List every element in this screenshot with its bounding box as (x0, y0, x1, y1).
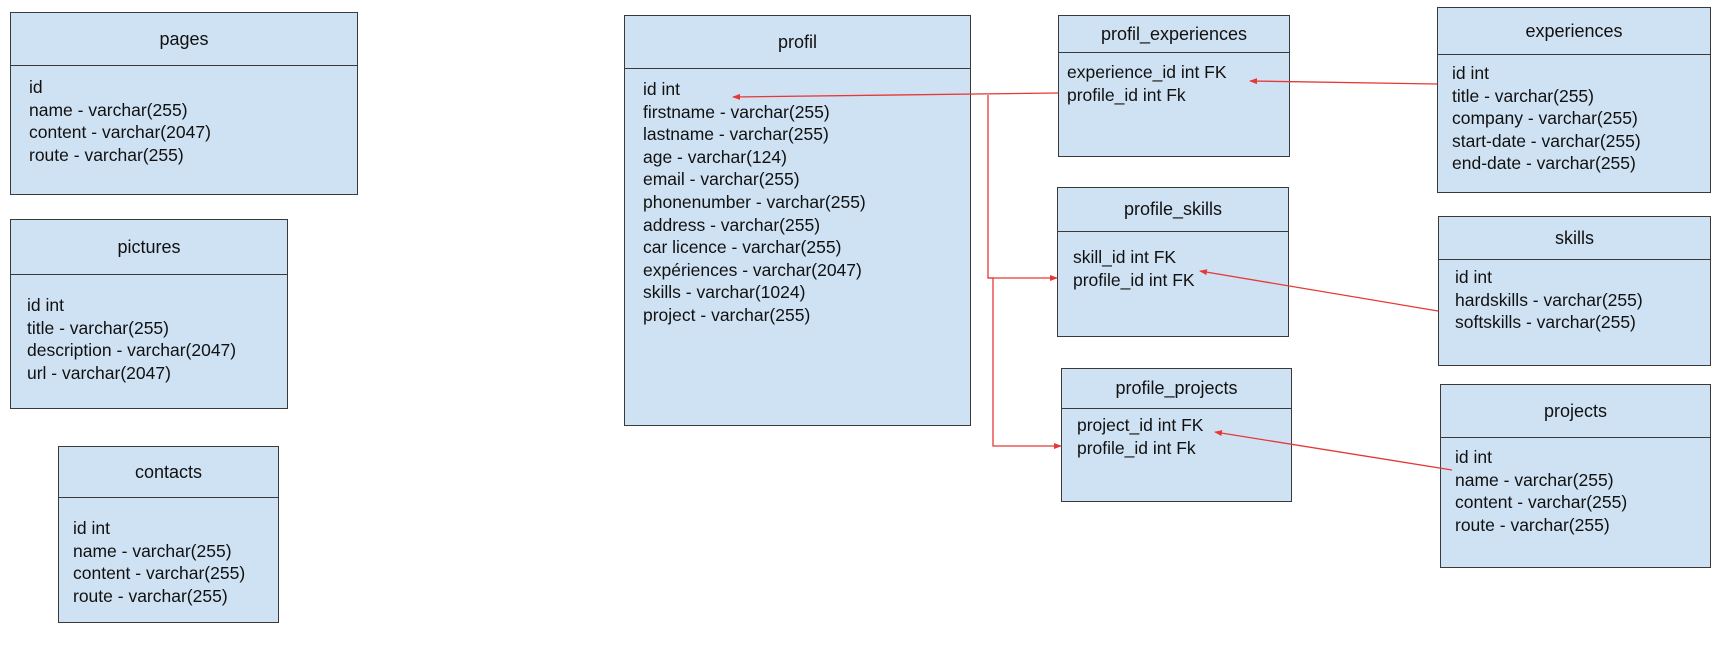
field-row: title - varchar(255) (1452, 85, 1594, 106)
table-title: profil_experiences (1059, 16, 1289, 53)
field-row: profile_id int FK (1073, 269, 1195, 290)
table-title: contacts (59, 447, 278, 498)
table-title: profil (625, 16, 970, 69)
table-title: pages (11, 13, 357, 66)
table-title: projects (1441, 385, 1710, 438)
field-row: url - varchar(2047) (27, 362, 171, 383)
field-row: softskills - varchar(255) (1455, 312, 1636, 333)
field-row: id int (1455, 267, 1492, 287)
field-row: name - varchar(255) (29, 99, 188, 120)
table-title: pictures (11, 220, 287, 275)
table-title: experiences (1438, 8, 1710, 55)
field-row: content - varchar(255) (73, 563, 246, 584)
field-row: route - varchar(255) (29, 144, 184, 165)
field-row: lastname - varchar(255) (643, 124, 829, 145)
field-row: content - varchar(255) (1455, 492, 1628, 513)
field-row: skills - varchar(1024) (643, 282, 806, 303)
field-row: end-date - varchar(255) (1452, 153, 1636, 174)
field-row: id int (1452, 63, 1489, 83)
field-row: skill_id int FK (1073, 247, 1177, 267)
field-row: company - varchar(255) (1452, 108, 1638, 129)
table-title: profile_skills (1058, 188, 1288, 232)
field-row: address - varchar(255) (643, 214, 821, 235)
field-row: id int (73, 518, 110, 538)
field-row: profile_id int Fk (1077, 437, 1196, 458)
field-row: route - varchar(255) (1455, 514, 1610, 535)
field-row: content - varchar(2047) (29, 122, 211, 143)
field-row: project - varchar(255) (643, 304, 811, 325)
field-row: firstname - varchar(255) (643, 101, 830, 122)
field-row: expériences - varchar(2047) (643, 259, 862, 280)
field-row: experience_id int FK (1067, 62, 1227, 82)
field-row: id int (643, 79, 680, 99)
field-row: phonenumber - varchar(255) (643, 191, 866, 212)
field-row: id (29, 77, 43, 97)
field-row: id int (1455, 447, 1492, 467)
field-row: profile_id int Fk (1067, 84, 1186, 105)
field-row: project_id int FK (1077, 415, 1204, 435)
field-row: email - varchar(255) (643, 169, 800, 190)
table-title: profile_projects (1062, 369, 1291, 409)
field-row: id int (27, 295, 64, 315)
field-row: hardskills - varchar(255) (1455, 289, 1643, 310)
field-row: description - varchar(2047) (27, 340, 237, 361)
field-row: car licence - varchar(255) (643, 237, 842, 258)
field-row: route - varchar(255) (73, 585, 228, 606)
table-title: skills (1439, 217, 1710, 260)
field-row: age - varchar(124) (643, 146, 787, 167)
field-row: start-date - varchar(255) (1452, 130, 1641, 151)
field-row: name - varchar(255) (1455, 469, 1614, 490)
field-row: name - varchar(255) (73, 540, 232, 561)
field-row: title - varchar(255) (27, 317, 169, 338)
